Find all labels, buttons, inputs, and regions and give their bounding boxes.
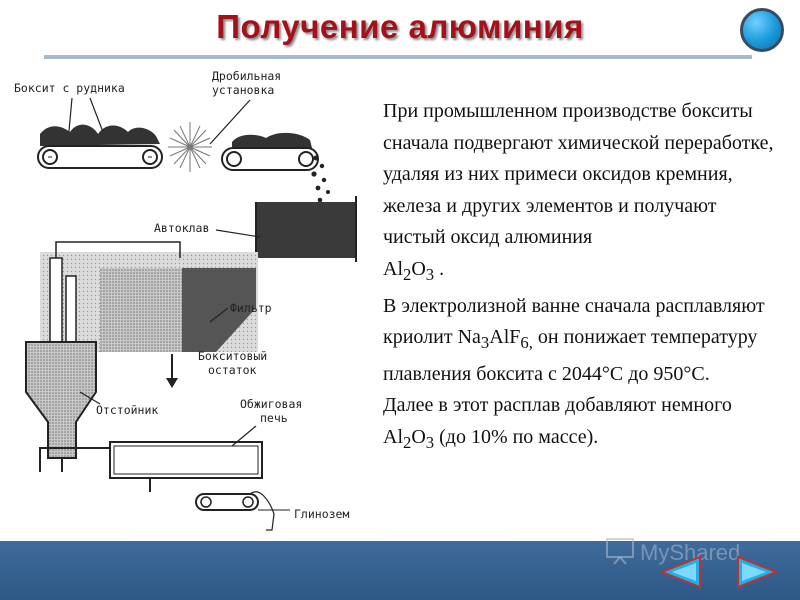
aluminum-process-diagram: Боксит с рудника Дробильная установка xyxy=(14,69,357,531)
conveyor-2 xyxy=(221,132,332,206)
conveyor-3 xyxy=(195,491,290,531)
formula-cryolite: Na3AlF6, он понижает температуру плавлен… xyxy=(383,326,758,385)
paragraph-2-text: В электролизной ванне сначала расплавляю… xyxy=(383,294,765,349)
label-filter: Фильтр xyxy=(230,301,272,315)
crusher-burst xyxy=(168,122,212,172)
label-kiln-2: печь xyxy=(260,411,288,425)
settler-vessel xyxy=(25,341,97,472)
prev-slide-arrow-icon[interactable] xyxy=(660,553,702,591)
label-alumina: Глинозем xyxy=(294,507,349,521)
label-crusher-1: Дробильная xyxy=(212,69,281,83)
formula-al2o3: Al2O3 . xyxy=(383,257,445,284)
label-kiln-1: Обжиговая xyxy=(240,397,302,411)
next-slide-arrow-icon[interactable] xyxy=(736,553,778,591)
label-residue-2: остаток xyxy=(208,363,257,377)
residue-arrow xyxy=(166,354,178,388)
paragraph-1-text: При промышленном производстве бокситы сн… xyxy=(383,100,774,249)
label-settler: Отстойник xyxy=(96,403,158,417)
presentation-icon xyxy=(606,538,634,565)
paragraph-1: При промышленном производстве бокситы сн… xyxy=(383,96,783,291)
label-bauxite: Боксит с рудника xyxy=(14,81,125,95)
conveyor-1 xyxy=(37,124,163,169)
slide-title: Получение алюминия xyxy=(216,8,584,45)
kiln-pointer xyxy=(231,425,257,447)
label-residue-1: Бокситовый xyxy=(198,349,267,363)
paragraph-3: Далее в этот расплав добавляют немного A… xyxy=(383,390,783,458)
home-button[interactable] xyxy=(740,8,784,52)
label-crusher-2: установка xyxy=(212,83,274,97)
settler-pointer xyxy=(79,391,101,405)
autoclave-pointer xyxy=(215,229,261,238)
title-divider xyxy=(44,55,752,59)
paragraph-2: В электролизной ванне сначала расплавляю… xyxy=(383,291,783,391)
kiln xyxy=(39,441,263,492)
body-text: При промышленном производстве бокситы сн… xyxy=(383,96,783,459)
formula-al2o3-2: Al2O3 (до 10% по массе). xyxy=(383,425,599,452)
label-autoclave: Автоклав xyxy=(154,221,209,235)
paragraph-3-text: Далее в этот расплав добавляют немного xyxy=(383,394,732,417)
filter-pointer xyxy=(209,307,229,323)
